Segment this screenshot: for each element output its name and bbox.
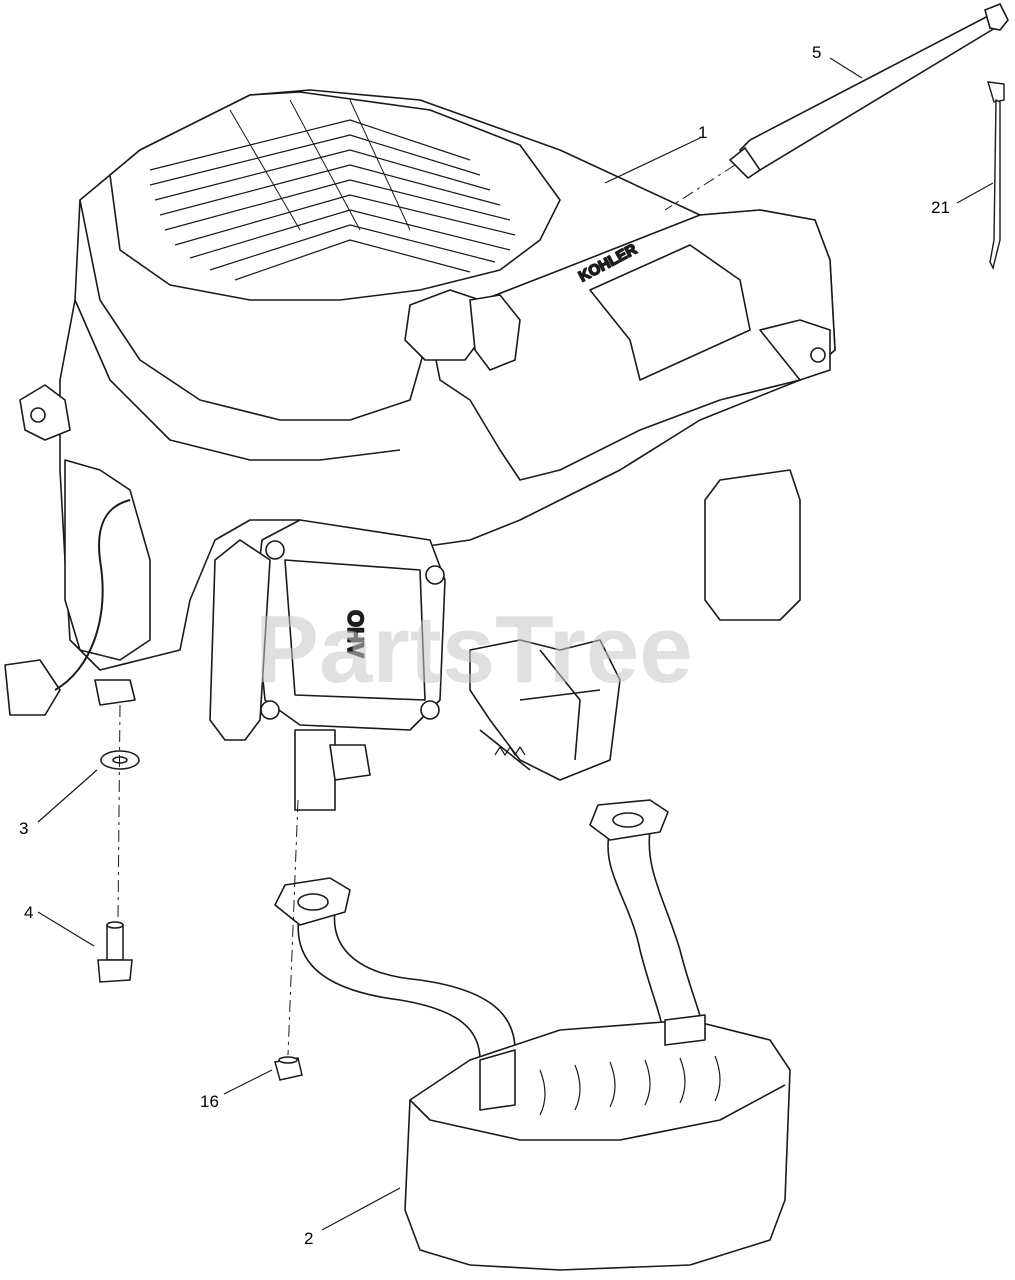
callout-2: 2 [304, 1229, 313, 1248]
callout-labels: 1 5 21 3 4 16 2 [19, 43, 950, 1248]
engine-assembly: KOHLER OHV [4, 89, 836, 811]
muffler-top-rim [409, 1084, 786, 1141]
assembly-centerlines [117, 164, 736, 1056]
flange-nut [274, 1056, 303, 1081]
callout-4: 4 [24, 903, 33, 922]
governor-spring [494, 746, 526, 756]
muffler [274, 799, 791, 1271]
dipstick-tube [728, 2, 1009, 180]
ohv-label: OHV [343, 610, 368, 658]
leader-2 [321, 1187, 401, 1231]
grille-slats [149, 99, 516, 281]
governor-linkage [479, 649, 601, 771]
right-bracket-bolt [810, 347, 826, 363]
wiring-connector [4, 659, 61, 716]
exhaust-pipe-right [607, 829, 706, 1041]
callout-3: 3 [19, 819, 28, 838]
exhaust-pipe-left [297, 909, 516, 1100]
muffler-inlet-left [479, 1049, 516, 1111]
leader-1 [604, 137, 701, 184]
dipstick-tube-end [728, 146, 762, 180]
muffler-ribs [539, 1055, 721, 1116]
oil-filter-boss [329, 744, 371, 781]
oil-drain-tube [294, 729, 336, 811]
fuel-pump-housing [704, 469, 801, 621]
throttle-bracket [469, 639, 621, 781]
kohler-badge-panel [589, 244, 751, 381]
shroud-front-band-2 [74, 299, 401, 461]
leader-16 [223, 1069, 273, 1095]
callout-5: 5 [812, 43, 821, 62]
right-side-bracket [759, 319, 831, 381]
callout-21: 21 [931, 198, 950, 217]
spark-plug-boot [404, 289, 481, 361]
engine-base [209, 539, 271, 741]
callout-1: 1 [698, 123, 707, 142]
muffler-body [404, 1019, 791, 1271]
mounting-foot [94, 679, 136, 706]
leader-4 [37, 911, 95, 947]
valve-cover-bolts [260, 540, 445, 720]
dipstick-cap [984, 2, 1009, 31]
left-bracket-bolt [30, 407, 46, 423]
callout-16: 16 [200, 1092, 219, 1111]
leader-21 [956, 182, 994, 204]
watermark: PartsTree [255, 596, 693, 703]
leader-5 [829, 57, 863, 79]
ohv-valve-cover-inner [284, 559, 426, 701]
flange-bolt [97, 921, 133, 983]
leader-lines [37, 57, 994, 1231]
muffler-inlet-right [664, 1014, 706, 1046]
leader-3 [37, 769, 98, 823]
ignition-coil [469, 294, 521, 371]
left-side-housing [64, 459, 151, 661]
washer [100, 750, 140, 770]
cable-tie [987, 81, 1005, 271]
wire-harness [54, 499, 131, 691]
